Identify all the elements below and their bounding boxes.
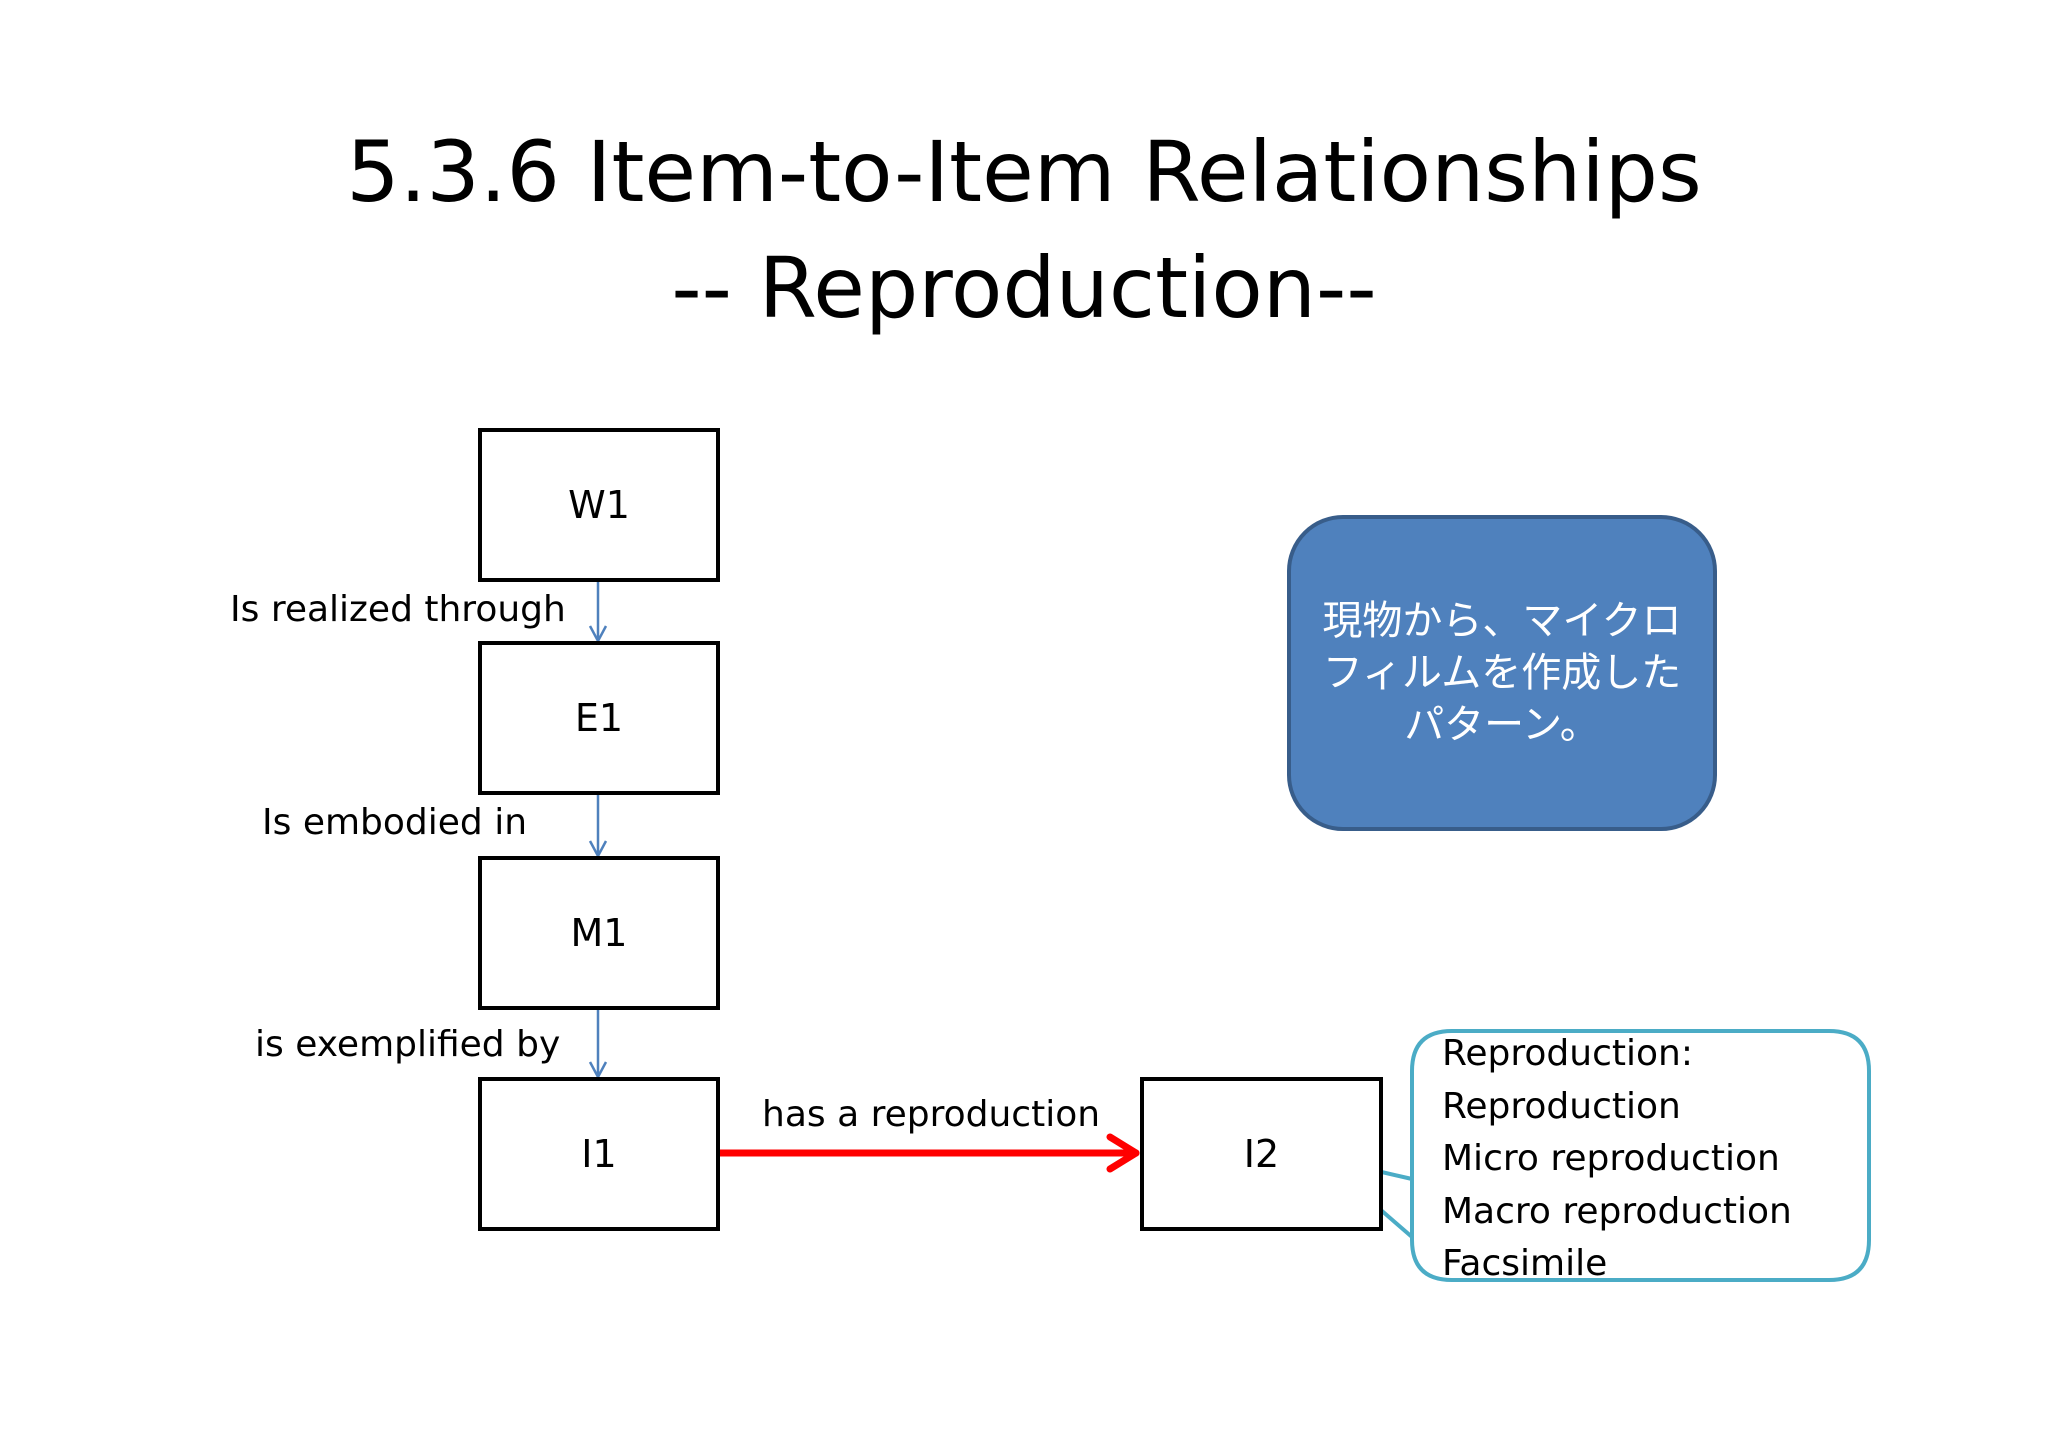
callout-line-macro-reproduction: Macro reproduction xyxy=(1442,1190,1792,1232)
node-m1: M1 xyxy=(478,856,720,1010)
note-text: 現物から、マイクロフィルムを作成したパターン。 xyxy=(1322,598,1682,748)
node-w1: W1 xyxy=(478,428,720,582)
rel-label-embodied: Is embodied in xyxy=(262,802,528,843)
note-box: 現物から、マイクロフィルムを作成したパターン。 xyxy=(1287,515,1717,831)
node-i2-label: I2 xyxy=(1243,1132,1280,1176)
node-e1: E1 xyxy=(478,641,720,795)
node-m1-label: M1 xyxy=(570,911,628,955)
callout-line-micro-reproduction: Micro reproduction xyxy=(1442,1138,1780,1179)
node-i1-label: I1 xyxy=(581,1132,617,1176)
callout-line-reproduction: Reproduction xyxy=(1442,1085,1681,1127)
node-e1-label: E1 xyxy=(574,696,624,740)
slide-title-line-1: 5.3.6 Item-to-Item Relationships xyxy=(346,123,1702,221)
node-i2: I2 xyxy=(1140,1077,1383,1231)
rel-label-realized: Is realized through xyxy=(230,589,566,630)
arrow-i1-to-i2-head xyxy=(1106,1133,1140,1173)
node-w1-label: W1 xyxy=(568,483,630,527)
rel-label-reproduction: has a reproduction xyxy=(762,1094,1101,1135)
slide-title-line-2: -- Reproduction-- xyxy=(671,239,1377,337)
callout-bubble xyxy=(1319,1029,1871,1282)
callout-line-facsimile: Facsimile xyxy=(1442,1243,1608,1284)
callout-text: Reproduction: Reproduction Micro reprodu… xyxy=(1442,1028,1882,1291)
node-i1: I1 xyxy=(478,1077,720,1231)
rel-label-exemplified: is exemplified by xyxy=(255,1024,561,1065)
callout-line-heading: Reproduction: xyxy=(1442,1033,1693,1074)
